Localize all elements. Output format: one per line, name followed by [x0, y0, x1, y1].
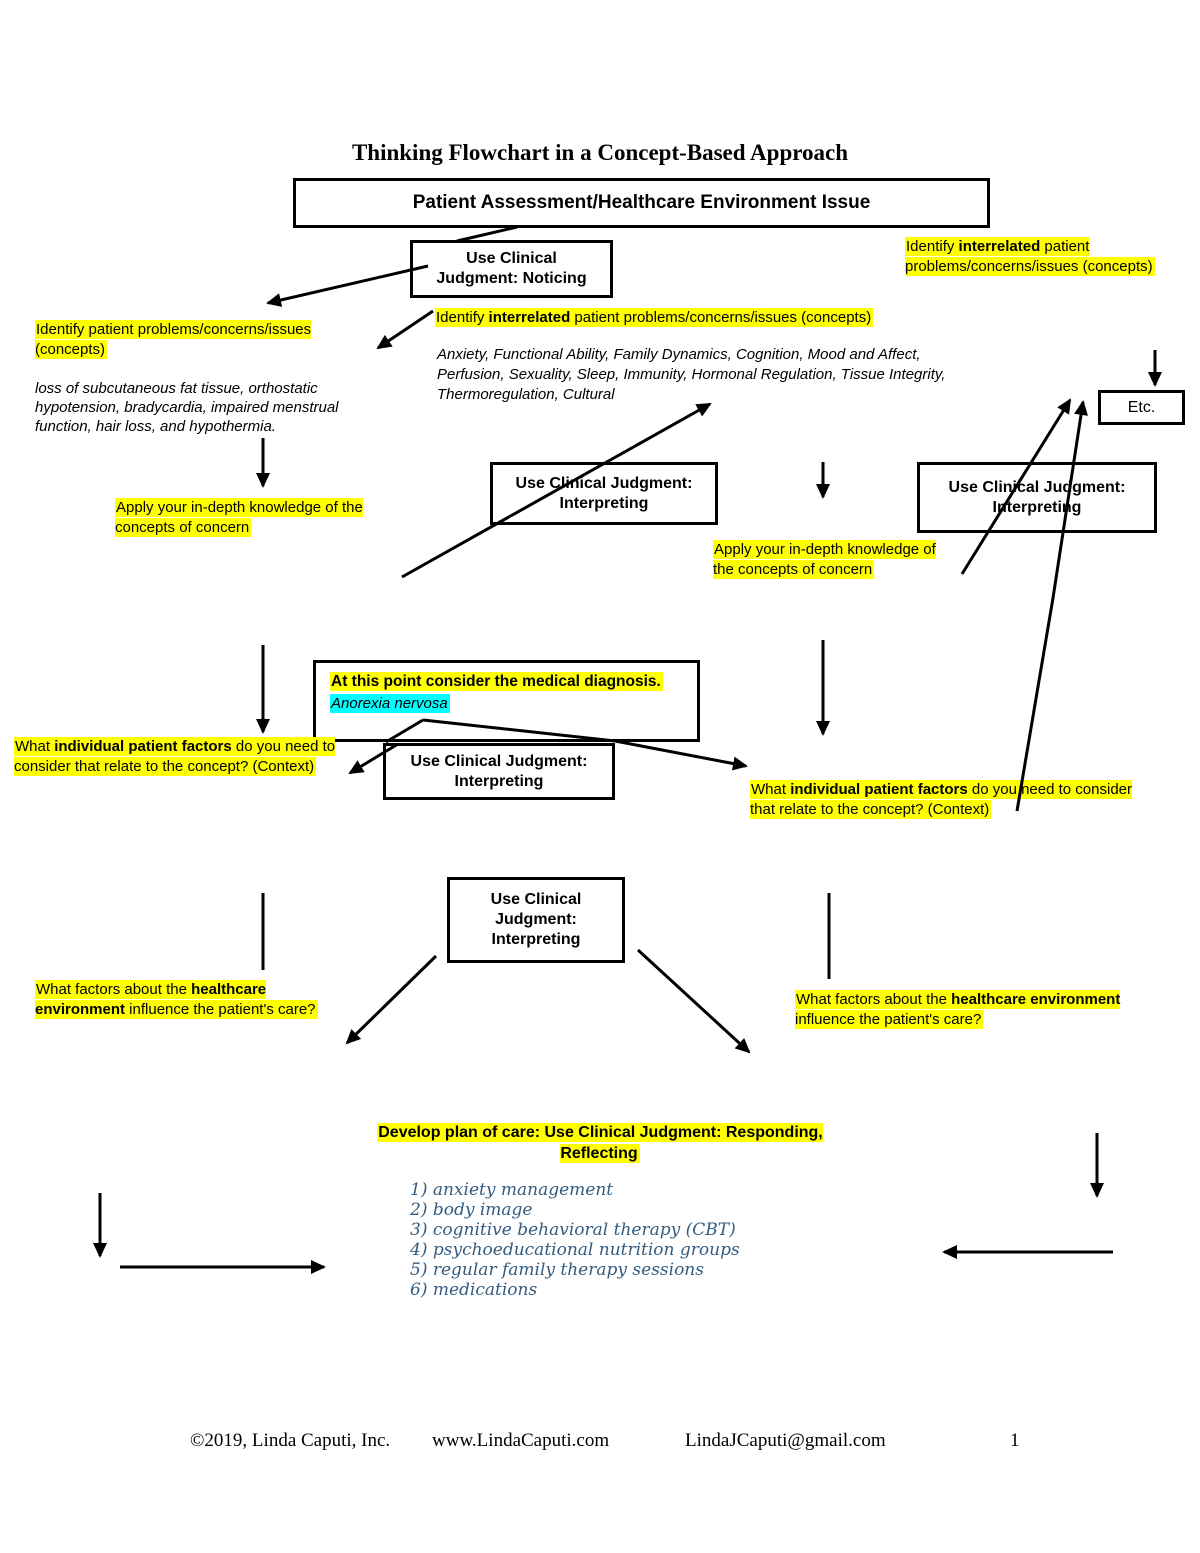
box-interpreting-center-label: Use Clinical Judgment: Interpreting — [515, 474, 693, 512]
box-interpreting-right-label: Use Clinical Judgment: Interpreting — [948, 478, 1126, 516]
note-patient-factors-left: What individual patient factors do you n… — [14, 737, 354, 777]
note-text: What factors about the — [796, 991, 952, 1008]
plan-list: 1) anxiety management 2) body image 3) c… — [410, 1180, 790, 1300]
box-etc: Etc. — [1098, 390, 1185, 425]
note-text-bold: Develop plan of care: Use Clinical Judgm… — [377, 1123, 823, 1163]
box-interpreting-right: Use Clinical Judgment: Interpreting — [917, 462, 1157, 533]
note-patient-factors-right: What individual patient factors do you n… — [750, 780, 1152, 820]
footer-email: LindaJCaputi@gmail.com — [685, 1430, 886, 1451]
note-text-bold: interrelated — [488, 309, 571, 326]
text-medical-instruction: At this point consider the medical diagn… — [330, 672, 663, 691]
note-environment-left: What factors about the healthcare enviro… — [35, 980, 335, 1020]
note-text-bold: interrelated — [958, 238, 1041, 255]
note-text: What — [751, 781, 791, 798]
footer-website: www.LindaCaputi.com — [432, 1430, 610, 1451]
box-interpreting-mid: Use Clinical Judgment: Interpreting — [383, 743, 615, 800]
note-text: Apply your in-depth knowledge of the con… — [115, 498, 363, 537]
arrow-interpreting-lower-to-left — [345, 954, 438, 1045]
box-patient-assessment: Patient Assessment/Healthcare Environmen… — [293, 178, 990, 228]
note-text: Apply your in-depth knowledge of the con… — [713, 540, 936, 579]
note-text-bold: individual patient factors — [54, 738, 232, 755]
text-medical-instruction-row: At this point consider the medical diagn… — [330, 672, 691, 692]
text-assessment-findings: loss of subcutaneous fat tissue, orthost… — [35, 380, 339, 435]
plan-item: 1) anxiety management — [410, 1180, 614, 1200]
plan-item: 3) cognitive behavioral therapy (CBT) — [410, 1220, 736, 1240]
box-patient-assessment-label: Patient Assessment/Healthcare Environmen… — [412, 192, 871, 213]
note-apply-knowledge-left: Apply your in-depth knowledge of the con… — [115, 498, 385, 538]
box-noticing: Use Clinical Judgment: Noticing — [410, 240, 613, 298]
arrow-to-findings-left — [376, 309, 434, 350]
arrow-interpreting-lower-to-right — [636, 948, 751, 1054]
box-medical-diagnosis: At this point consider the medical diagn… — [313, 660, 700, 742]
plan-item: 5) regular family therapy sessions — [410, 1260, 704, 1280]
plan-item: 4) psychoeducational nutrition groups — [410, 1240, 740, 1260]
note-text: patient problems/concerns/issues (concep… — [570, 309, 872, 326]
note-apply-knowledge-right: Apply your in-depth knowledge of the con… — [713, 540, 955, 580]
box-interpreting-center: Use Clinical Judgment: Interpreting — [490, 462, 718, 525]
plan-item: 6) medications — [410, 1280, 538, 1300]
text-concepts-list: Anxiety, Functional Ability, Family Dyna… — [437, 346, 946, 403]
text-medical-diagnosis: Anorexia nervosa — [330, 694, 450, 713]
note-text: influence the patient's care? — [125, 1001, 316, 1018]
box-interpreting-lower-label: Use Clinical Judgment: Interpreting — [490, 891, 582, 948]
note-identify-left: Identify patient problems/concerns/issue… — [35, 320, 330, 360]
box-noticing-label: Use Clinical Judgment: Noticing — [436, 250, 587, 287]
text-medical-diagnosis-row: Anorexia nervosa — [330, 694, 691, 714]
note-text: patient problems/concerns/issues (concep… — [905, 238, 1153, 275]
note-text-bold: individual patient factors — [790, 781, 968, 798]
note-text: Identify patient problems/concerns/issue… — [35, 320, 312, 359]
plan-item: 2) body image — [410, 1200, 533, 1220]
note-text: Identify — [906, 238, 959, 255]
line-assessment-to-noticing — [456, 225, 518, 243]
note-identify-interrelated-top-right: Identify interrelated patient problems/c… — [905, 237, 1165, 277]
arrow-noticing-to-identify-left — [266, 264, 429, 307]
note-text: influence the patient's care? — [795, 1011, 982, 1028]
note-text: do you need to consider that relate to t… — [14, 738, 336, 775]
note-text-bold: healthcare environment — [951, 991, 1121, 1008]
note-environment-right: What factors about the healthcare enviro… — [795, 990, 1151, 1030]
note-text: What — [15, 738, 55, 755]
note-text-bold: healthcare environment — [35, 981, 267, 1018]
box-interpreting-lower: Use Clinical Judgment: Interpreting — [447, 877, 625, 963]
note-identify-interrelated-center: Identify interrelated patient problems/c… — [435, 308, 874, 328]
box-interpreting-mid-label: Use Clinical Judgment: Interpreting — [410, 752, 588, 790]
footer-page-number: 1 — [1010, 1430, 1020, 1451]
box-etc-label: Etc. — [1127, 398, 1156, 416]
note-text: Identify — [436, 309, 489, 326]
note-develop-plan: Develop plan of care: Use Clinical Judgm… — [365, 1122, 835, 1164]
page-title: Thinking Flowchart in a Concept-Based Ap… — [351, 140, 849, 165]
note-text: What factors about the — [36, 981, 192, 998]
footer-copyright: ©2019, Linda Caputi, Inc. — [190, 1430, 391, 1451]
